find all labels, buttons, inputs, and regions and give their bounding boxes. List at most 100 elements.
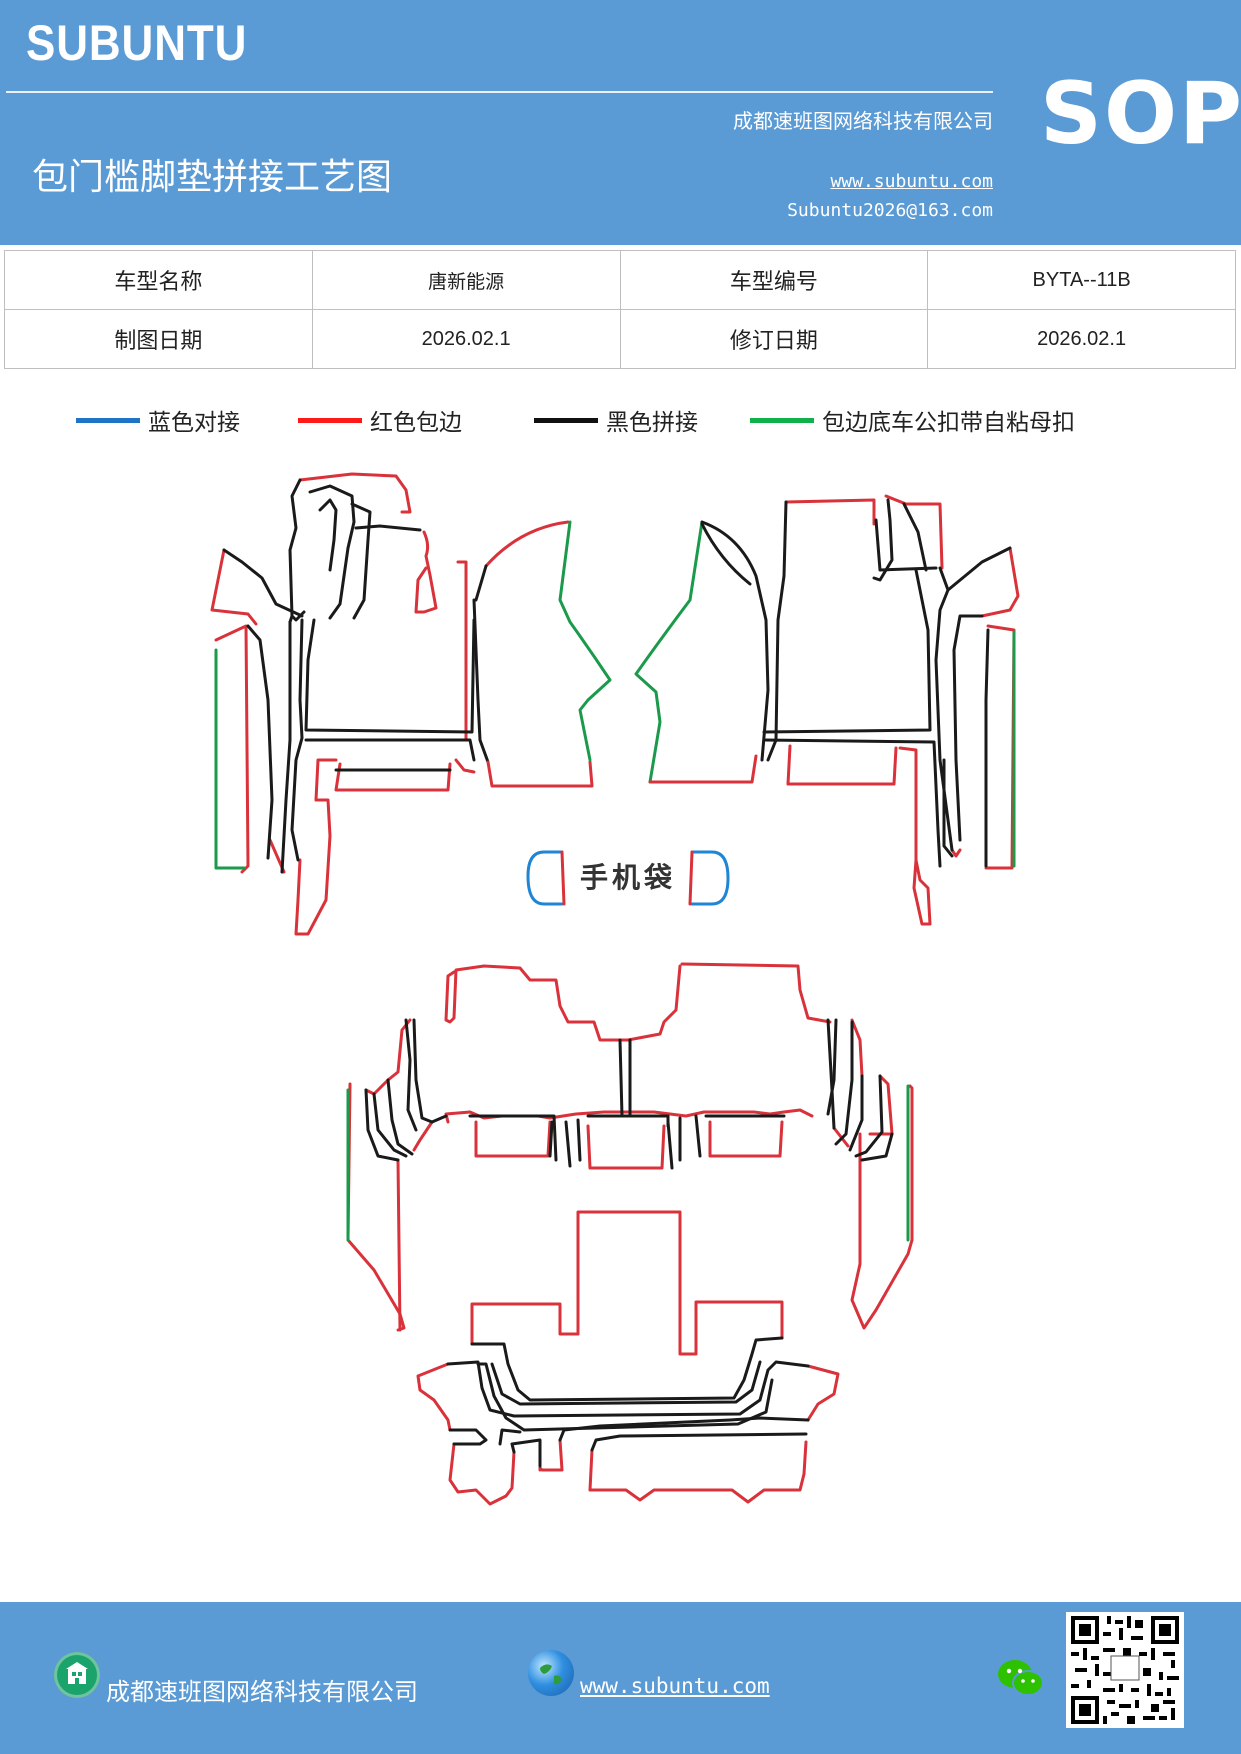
- mat-seam-black: [826, 1018, 836, 1130]
- mat-seam-black: [762, 568, 932, 734]
- mat-seam-black: [304, 618, 476, 734]
- mat-seam-black: [318, 498, 338, 572]
- model-code-value: BYTA--11B: [927, 250, 1236, 310]
- front-center-right-piece: [634, 520, 770, 784]
- mat-seam-black: [934, 588, 954, 852]
- building-icon: [54, 1652, 100, 1698]
- mat-seam-black: [476, 1362, 774, 1432]
- mat-seam-black: [468, 1114, 558, 1162]
- draw-date-label: 制图日期: [4, 309, 313, 369]
- floor-mat-diagram: 手机袋: [210, 472, 1020, 1506]
- mat-edge-red: [396, 1158, 402, 1332]
- mat-seam-black: [448, 1428, 488, 1446]
- mat-seam-black: [558, 1416, 810, 1442]
- table-row: 车型名称 唐新能源 车型编号 BYTA--11B: [4, 250, 1236, 310]
- mat-seam-black: [290, 618, 304, 862]
- mat-edge-red: [448, 1442, 516, 1506]
- mat-seam-black: [834, 1020, 854, 1146]
- mat-seam-black: [386, 1078, 414, 1156]
- mat-edge-red: [576, 1210, 784, 1356]
- mat-seam-black: [470, 1336, 784, 1402]
- mat-seam-black: [700, 522, 752, 586]
- mat-edge-red: [210, 548, 258, 626]
- legend-blue: 蓝色对接: [76, 400, 240, 440]
- revise-date-label: 修订日期: [619, 309, 929, 369]
- mat-edge-red: [474, 1120, 552, 1158]
- sop-badge: SOP: [1040, 64, 1241, 164]
- model-code-label: 车型编号: [619, 250, 929, 310]
- footer-company-name: 成都速班图网络科技有限公司: [106, 1678, 418, 1706]
- mat-edge-red: [806, 1364, 840, 1422]
- legend-swatch-green: [750, 417, 814, 423]
- mat-seam-black: [700, 520, 770, 762]
- mat-edge-red: [588, 1440, 808, 1504]
- mat-seam-black: [308, 484, 356, 620]
- model-name-label: 车型名称: [4, 250, 313, 310]
- page-title: 包门槛脚垫拼接工艺图: [32, 157, 393, 198]
- mat-edge-red: [538, 1438, 564, 1472]
- wechat-icon[interactable]: [996, 1656, 1046, 1704]
- qr-code: [1066, 1612, 1184, 1728]
- mat-edge-red: [470, 1302, 580, 1346]
- mat-seam-black: [548, 1120, 554, 1158]
- middle-row-mat: [346, 962, 914, 1332]
- mat-seam-black: [766, 500, 788, 762]
- legend-swatch-blue: [76, 417, 140, 423]
- globe-icon: [528, 1650, 574, 1696]
- draw-date-value: 2026.02.1: [311, 309, 621, 369]
- mat-seam-black: [952, 614, 984, 842]
- mat-seam-black: [826, 1018, 838, 1116]
- legend-label: 蓝色对接: [148, 410, 240, 436]
- mat-edge-red: [444, 964, 630, 1042]
- legend-swatch-red: [298, 417, 362, 423]
- table-row: 制图日期 2026.02.1 修订日期 2026.02.1: [4, 309, 1236, 369]
- mat-seam-black: [364, 1088, 400, 1162]
- mat-seam-black: [984, 628, 990, 868]
- mat-seam-black: [412, 1018, 448, 1124]
- mat-seam-black: [618, 1038, 624, 1118]
- website-link[interactable]: www.subuntu.com: [830, 171, 993, 192]
- mat-seam-black: [288, 478, 302, 624]
- legend-label: 黑色拼接: [606, 410, 698, 436]
- mat-edge-red: [908, 1084, 914, 1242]
- mat-edge-red: [214, 624, 250, 874]
- mat-edge-red: [334, 762, 452, 792]
- mat-seam-black: [902, 502, 928, 572]
- model-name-value: 唐新能源: [311, 250, 621, 310]
- legend-green: 包边底车公扣带自粘母扣: [750, 400, 1075, 440]
- legend-swatch-black: [534, 417, 598, 423]
- front-center-left-piece: [474, 520, 612, 788]
- mat-seam-black: [490, 1360, 762, 1406]
- header-banner: SUBUNTU SOP 成都速班图网络科技有限公司 www.subuntu.co…: [0, 0, 1241, 245]
- mat-edge-green: [634, 520, 704, 784]
- mat-edge-red: [786, 744, 898, 786]
- rear-row-mat: [416, 1210, 840, 1506]
- pocket-edge-blue: [690, 850, 730, 906]
- mat-edge-green: [214, 648, 246, 870]
- mat-seam-black: [350, 502, 372, 620]
- phone-pocket: 手机袋: [526, 850, 730, 906]
- revise-date-value: 2026.02.1: [927, 309, 1236, 369]
- footer-banner: 成都速班图网络科技有限公司 www.subuntu.com: [0, 1602, 1241, 1754]
- email-address[interactable]: Subuntu2026@163.com: [787, 200, 993, 221]
- mat-seam-black: [498, 1428, 522, 1446]
- mat-edge-red: [486, 760, 594, 788]
- mat-edge-red: [680, 962, 832, 1024]
- mat-seam-black: [942, 758, 954, 858]
- mat-edge-red: [416, 1362, 452, 1432]
- legend-label: 红色包边: [370, 410, 462, 436]
- phone-pocket-label: 手机袋: [580, 861, 676, 894]
- brand-logo: SUBUNTU: [26, 15, 248, 71]
- pocket-edge-red: [688, 850, 694, 906]
- mat-seam-black: [290, 610, 306, 622]
- mat-edge-red: [950, 848, 962, 858]
- mat-seam-black: [404, 1018, 418, 1132]
- mat-edge-red: [456, 560, 468, 742]
- mat-seam-black: [694, 1114, 702, 1158]
- mat-seam-black: [874, 518, 938, 572]
- footer-website-link[interactable]: www.subuntu.com: [580, 1674, 770, 1698]
- mat-edge-red: [884, 494, 944, 570]
- mat-seam-black: [848, 1074, 864, 1152]
- mat-edge-red: [414, 530, 438, 614]
- company-name: 成都速班图网络科技有限公司: [733, 109, 993, 133]
